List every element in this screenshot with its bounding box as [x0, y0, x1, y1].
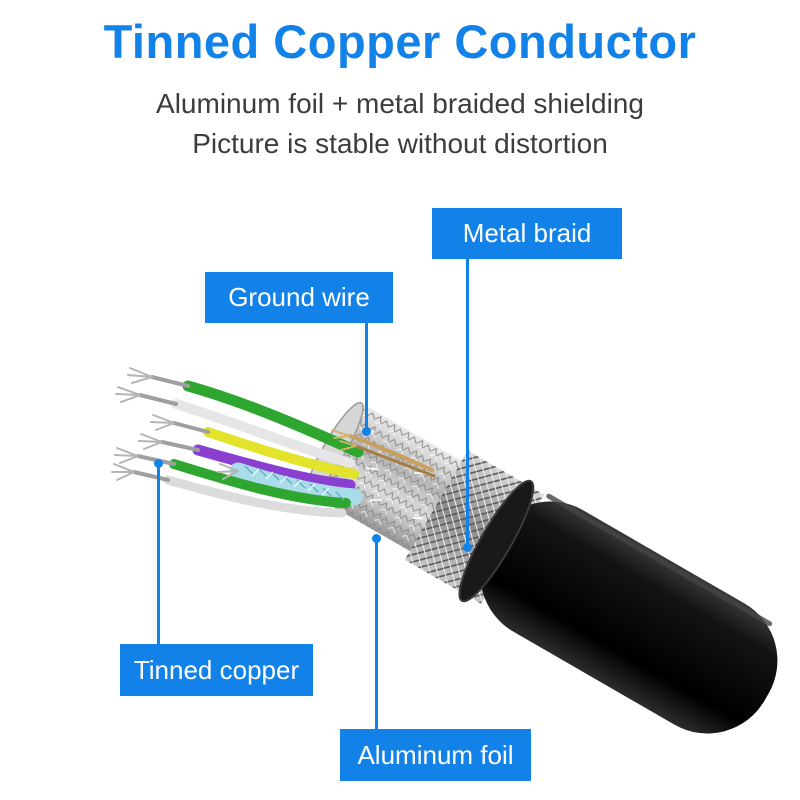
aluminum-foil-pointer-dot: [372, 534, 381, 543]
ground-wire-leader-line: [365, 323, 368, 431]
cable-jacket: [458, 479, 778, 734]
tinned-copper-pointer-dot: [154, 459, 163, 468]
shield-pair-texture: [244, 465, 345, 501]
ground-wire-strand: [331, 429, 436, 478]
aluminum-foil-leader-line: [375, 542, 378, 729]
callout-aluminum-foil-label: Aluminum foil: [357, 739, 514, 770]
page-title: Tinned Copper Conductor: [103, 15, 697, 68]
tinned-copper-leader-line: [157, 467, 160, 644]
subtitle-line-2: Picture is stable without distortion: [192, 128, 608, 159]
callout-metal-braid: Metal braid: [432, 208, 622, 259]
subtitle-line-1: Aluminum foil + metal braided shielding: [156, 88, 644, 119]
callout-tinned-copper: Tinned copper: [120, 644, 313, 696]
callout-metal-braid-label: Metal braid: [462, 218, 592, 248]
callout-ground-wire-label: Ground wire: [228, 282, 370, 312]
metal-braid-layer: [404, 450, 544, 604]
callout-tinned-copper-label: Tinned copper: [133, 654, 300, 685]
ground-wire-pointer-dot: [362, 427, 371, 436]
callout-aluminum-foil: Aluminum foil: [340, 729, 531, 781]
metal-braid-pointer-dot: [463, 543, 472, 552]
metal-braid-leader-line: [466, 259, 469, 547]
tinned-copper-tips: [111, 367, 239, 482]
callout-ground-wire: Ground wire: [205, 272, 393, 323]
inner-wires: [163, 380, 364, 518]
